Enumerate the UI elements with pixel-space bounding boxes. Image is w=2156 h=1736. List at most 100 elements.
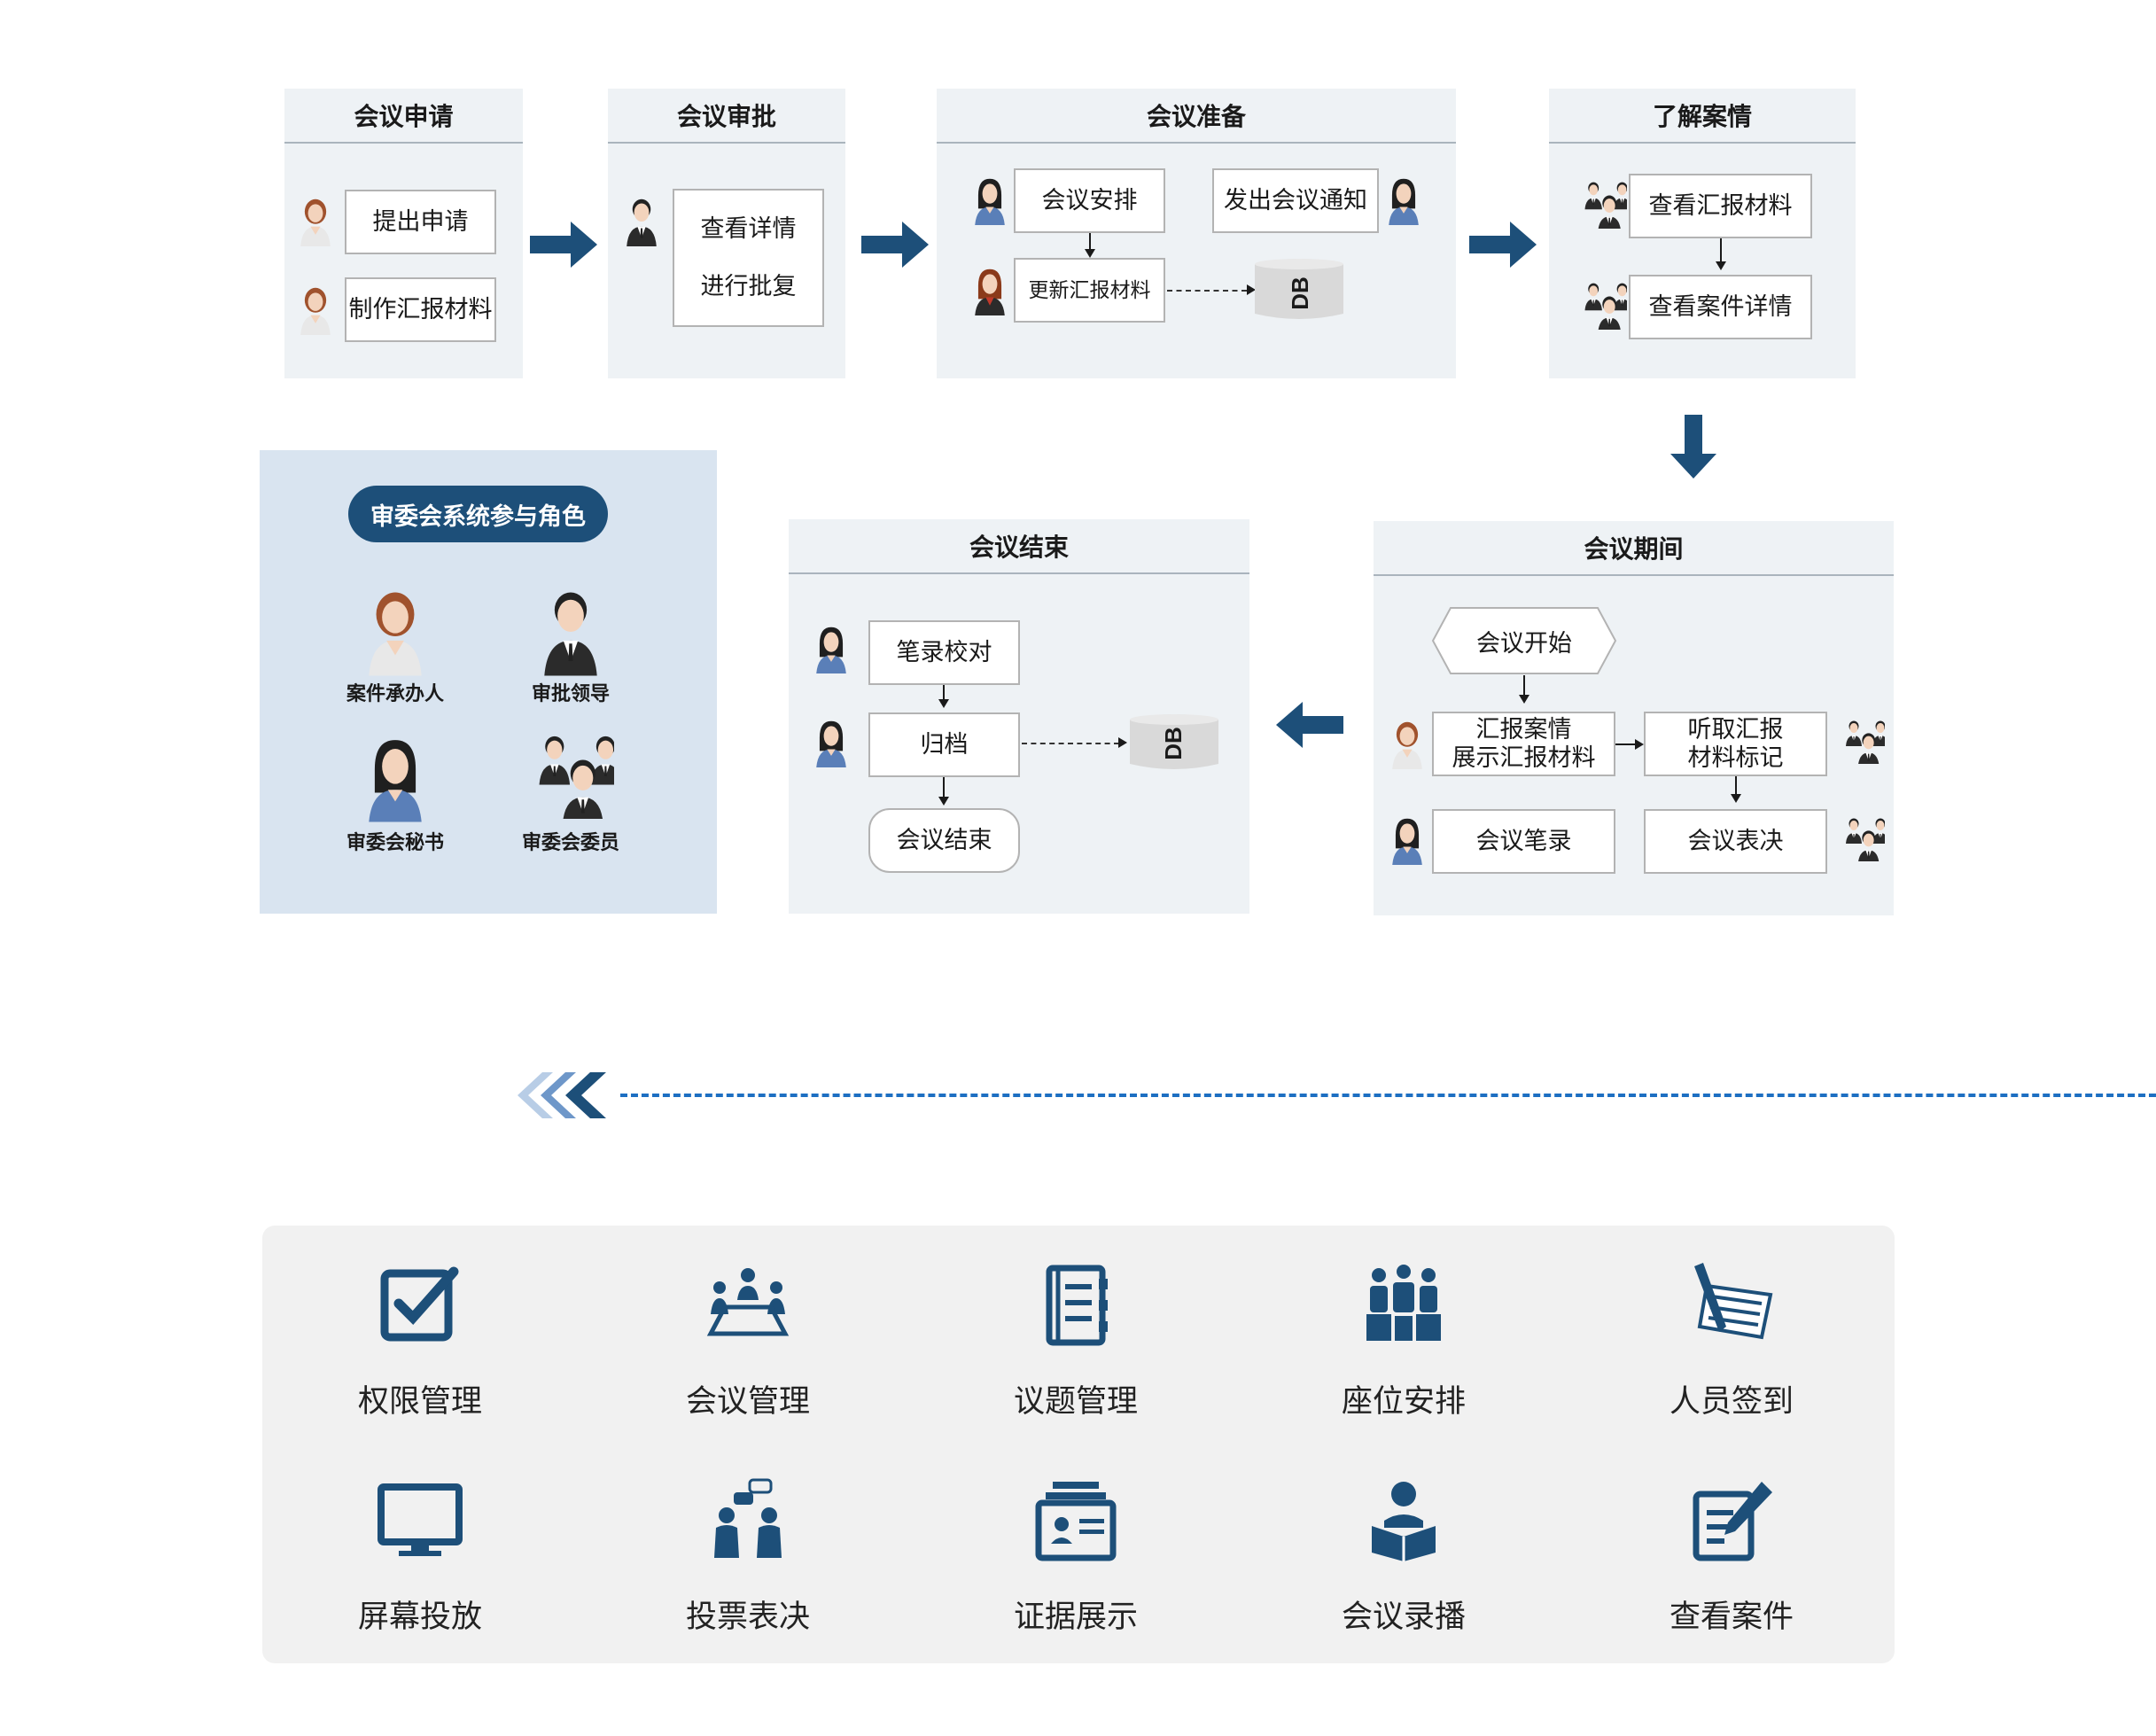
listen-report-line2: 材料标记: [1687, 743, 1784, 771]
stage-understand-panel: 了解案情 查看汇报材料 查看案件详情: [1549, 89, 1856, 378]
meeting-arrangement-box: 会议安排: [1014, 168, 1165, 233]
notebook-icon: [1046, 1265, 1108, 1346]
stage-during-title: 会议期间: [1374, 521, 1894, 576]
feature-sign-in[interactable]: 人员签到: [1616, 1261, 1847, 1438]
feature-view-case[interactable]: 查看案件: [1616, 1476, 1847, 1654]
meeting-start-label: 会议开始: [1476, 629, 1572, 657]
female-secretary-icon: [366, 734, 424, 822]
secretary-avatar-icon: [1386, 175, 1421, 225]
stage-approve-title: 会议审批: [608, 89, 845, 144]
database-label: DB: [1287, 276, 1313, 310]
flow-arrow-left-icon: [1276, 702, 1343, 748]
role-label: 案件承办人: [346, 682, 444, 705]
flow-arrow-right-icon: [861, 222, 929, 268]
meeting-start-hexagon: [1431, 607, 1617, 674]
prepare-materials-box: 制作汇报材料: [345, 277, 496, 342]
database-label: DB: [1160, 727, 1187, 760]
report-case-line1: 汇报案情: [1475, 716, 1572, 743]
secretary-avatar-icon: [972, 175, 1008, 225]
role-label: 审批领导: [531, 682, 610, 705]
roles-title-badge: 审委会系统参与角色: [348, 486, 608, 542]
stage-prepare-panel: 会议准备 会议安排 发出会议通知 更新汇报材料 DB: [937, 89, 1456, 378]
meeting-end-terminal: 会议结束: [868, 808, 1020, 873]
meeting-notes-box: 会议笔录: [1432, 809, 1615, 874]
report-case-line2: 展示汇报材料: [1452, 743, 1596, 771]
submit-application-box: 提出申请: [345, 190, 496, 254]
feature-meeting-management[interactable]: 会议管理: [633, 1261, 863, 1438]
male-leader-icon: [541, 588, 600, 676]
triple-chevron-left-icon: [518, 1072, 606, 1118]
report-case-box: 汇报案情 展示汇报材料: [1432, 712, 1615, 776]
committee-group-icon: [1579, 181, 1627, 229]
proofread-notes-box: 笔录校对: [868, 620, 1020, 685]
database-icon: [1130, 714, 1218, 769]
view-report-materials-box: 查看汇报材料: [1629, 174, 1812, 238]
feature-label: 投票表决: [685, 1600, 810, 1634]
voting-icon: [714, 1478, 782, 1558]
feature-voting[interactable]: 投票表决: [633, 1476, 863, 1654]
feature-seating[interactable]: 座位安排: [1288, 1261, 1519, 1438]
feature-label: 证据展示: [1013, 1600, 1138, 1634]
listen-report-line1: 听取汇报: [1687, 716, 1784, 743]
committee-group-icon: [1841, 720, 1885, 764]
role-label: 审委会委员: [521, 831, 619, 853]
committee-group-icon: [1841, 817, 1885, 861]
view-case-details-box: 查看案件详情: [1629, 275, 1812, 339]
stage-during-panel: 会议期间 会议开始 汇报案情 展示汇报材料 听取汇报 材料标记 会议笔录 会议表…: [1374, 521, 1894, 915]
feature-evidence[interactable]: 证据展示: [961, 1476, 1191, 1654]
feature-screen-cast[interactable]: 屏幕投放: [305, 1476, 535, 1654]
stage-apply-title: 会议申请: [284, 89, 523, 144]
stage-understand-title: 了解案情: [1549, 89, 1856, 144]
case-handler-avatar-icon: [972, 266, 1008, 315]
stage-apply-panel: 会议申请 提出申请 制作汇报材料: [284, 89, 523, 378]
feature-label: 会议管理: [685, 1384, 810, 1419]
stage-end-title: 会议结束: [789, 519, 1249, 574]
feature-permissions[interactable]: 权限管理: [305, 1261, 535, 1438]
case-edit-icon: [1693, 1482, 1772, 1561]
feature-label: 查看案件: [1669, 1600, 1794, 1634]
case-handler-avatar-icon: [298, 285, 333, 335]
recording-icon: [1372, 1482, 1436, 1561]
stage-end-panel: 会议结束 笔录校对 归档 DB 会议结束: [789, 519, 1249, 914]
secretary-avatar-icon: [1389, 815, 1425, 865]
female-officer-icon: [366, 588, 424, 676]
feature-label: 议题管理: [1013, 1384, 1138, 1419]
feature-label: 会议录播: [1341, 1600, 1466, 1634]
listen-report-box: 听取汇报 材料标记: [1644, 712, 1827, 776]
evidence-icon: [1035, 1482, 1117, 1561]
archive-box: 归档: [868, 712, 1020, 777]
case-handler-avatar-icon: [298, 197, 333, 246]
committee-members-icon: [529, 734, 614, 819]
meeting-vote-box: 会议表决: [1644, 809, 1827, 874]
flow-arrow-right-icon: [1469, 222, 1537, 268]
seating-icon: [1366, 1265, 1441, 1341]
flow-arrow-right-icon: [530, 222, 597, 268]
meeting-table-icon: [706, 1268, 790, 1336]
stage-approve-panel: 会议审批 查看详情 进行批复: [608, 89, 845, 378]
view-details-text: 查看详情: [700, 214, 797, 242]
flow-arrow-down-icon: [1670, 415, 1716, 479]
feature-recording[interactable]: 会议录播: [1288, 1476, 1519, 1654]
secretary-avatar-icon: [813, 718, 849, 767]
case-handler-avatar-icon: [1389, 720, 1425, 769]
feature-label: 权限管理: [357, 1384, 482, 1419]
view-and-approve-box: 查看详情 进行批复: [673, 189, 824, 327]
send-notice-box: 发出会议通知: [1212, 168, 1379, 233]
sign-in-icon: [1694, 1263, 1773, 1340]
stage-prepare-title: 会议准备: [937, 89, 1456, 144]
feature-label: 屏幕投放: [357, 1600, 482, 1634]
give-approval-text: 进行批复: [700, 273, 797, 300]
leader-avatar-icon: [624, 197, 659, 246]
committee-group-icon: [1579, 282, 1627, 330]
feature-label: 座位安排: [1341, 1384, 1466, 1419]
checkbox-icon: [380, 1266, 459, 1342]
monitor-icon: [377, 1483, 463, 1556]
feature-topics[interactable]: 议题管理: [961, 1261, 1191, 1438]
dashed-separator: [620, 1094, 2156, 1097]
secretary-avatar-icon: [813, 624, 849, 673]
feature-panel: 权限管理 会议管理 议题管理 座位安排: [262, 1226, 1895, 1663]
update-materials-box: 更新汇报材料: [1014, 258, 1165, 323]
role-label: 审委会秘书: [346, 831, 444, 853]
database-icon: [1255, 259, 1343, 319]
feature-label: 人员签到: [1669, 1384, 1794, 1419]
